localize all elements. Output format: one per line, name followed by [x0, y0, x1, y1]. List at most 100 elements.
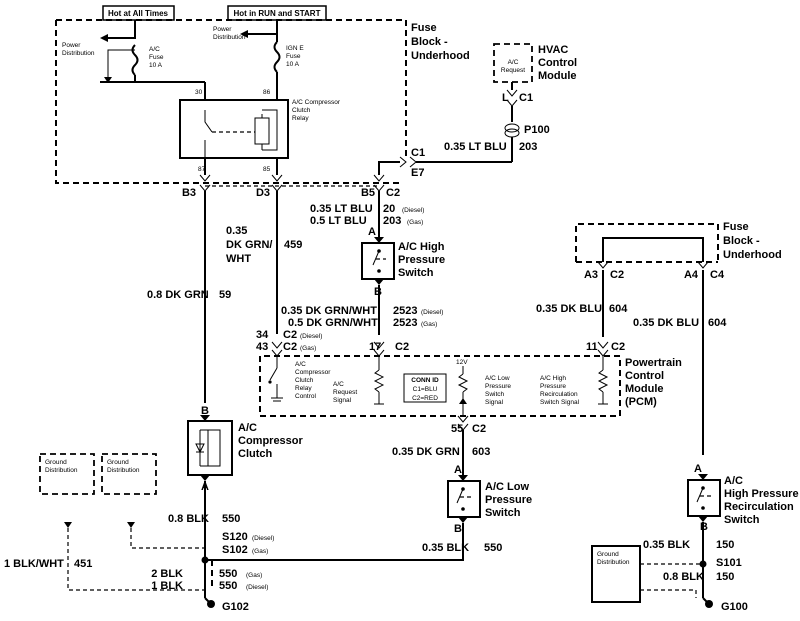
wire-d3-459: 0.35 DK GRN/ WHT 459 — [226, 191, 302, 334]
svg-text:1 BLK/WHT: 1 BLK/WHT — [4, 558, 64, 570]
svg-text:603: 603 — [472, 446, 490, 458]
svg-text:Underhood: Underhood — [723, 249, 782, 261]
splice-s120-s102: S120 (Diesel) S102 (Gas) 2 BLK 550 (Gas)… — [151, 531, 274, 598]
svg-text:A/C: A/C — [724, 475, 743, 487]
svg-text:Block -: Block - — [411, 36, 448, 48]
svg-text:P100: P100 — [524, 124, 550, 136]
svg-text:C2: C2 — [386, 187, 400, 199]
svg-text:Switch: Switch — [398, 267, 434, 279]
svg-text:A/C Low: A/C Low — [485, 375, 510, 382]
svg-text:Distribution: Distribution — [45, 467, 78, 474]
svg-text:A/C: A/C — [333, 381, 344, 388]
svg-text:(PCM): (PCM) — [625, 396, 657, 408]
svg-text:Relay: Relay — [292, 115, 309, 122]
svg-text:0.35 BLK: 0.35 BLK — [643, 539, 690, 551]
splice-s101: S101 0.8 BLK 150 — [663, 557, 742, 583]
svg-text:0.35 BLK: 0.35 BLK — [422, 542, 469, 554]
svg-text:604: 604 — [708, 317, 727, 329]
svg-text:(Gas): (Gas) — [246, 572, 262, 579]
svg-text:D3: D3 — [256, 187, 270, 199]
svg-text:S102: S102 — [222, 544, 248, 556]
svg-text:A/C High: A/C High — [398, 241, 445, 253]
connector-d3: D3 — [256, 174, 283, 199]
svg-text:85: 85 — [263, 166, 271, 173]
svg-text:Control: Control — [625, 370, 664, 382]
ac-fuse: A/C Fuse 10 A — [100, 44, 206, 100]
svg-text:G100: G100 — [721, 601, 748, 613]
svg-text:55: 55 — [451, 423, 463, 435]
svg-text:0.35 DK BLU: 0.35 DK BLU — [536, 303, 602, 315]
ac-high-pressure-switch: A A/C High Pressure Switch B — [361, 226, 445, 335]
svg-text:(Gas): (Gas) — [252, 548, 268, 555]
fuse-block-underhood-top: Fuse Block - Underhood — [55, 19, 470, 184]
svg-text:C2: C2 — [283, 341, 297, 353]
svg-text:0.35 DK GRN: 0.35 DK GRN — [392, 446, 460, 458]
svg-text:11: 11 — [586, 341, 598, 353]
svg-text:Ground: Ground — [107, 459, 129, 466]
svg-text:Clutch: Clutch — [295, 377, 314, 384]
svg-text:A/C High: A/C High — [540, 375, 566, 382]
svg-text:459: 459 — [284, 239, 302, 251]
svg-text:550: 550 — [484, 542, 502, 554]
ground-distribution-2: Ground Distribution — [101, 453, 205, 549]
svg-text:Pressure: Pressure — [485, 494, 532, 506]
wire-pcm-2523: 0.35 DK GRN/WHT 2523 (Diesel) 0.5 DK GRN… — [281, 305, 443, 329]
svg-text:C2: C2 — [610, 269, 624, 281]
svg-text:Module: Module — [538, 70, 577, 82]
svg-text:Recirculation: Recirculation — [540, 391, 578, 398]
svg-text:Block -: Block - — [723, 235, 760, 247]
svg-text:A: A — [368, 226, 376, 238]
svg-text:2 BLK: 2 BLK — [151, 568, 183, 580]
svg-text:Compressor: Compressor — [295, 369, 331, 376]
svg-text:C2=RED: C2=RED — [412, 395, 438, 402]
svg-text:550: 550 — [219, 568, 237, 580]
ign-e-fuse: IGN E Fuse 10 A — [273, 34, 304, 100]
svg-text:HVAC: HVAC — [538, 44, 568, 56]
wire-hp-switch-top: 0.35 LT BLU 20 (Diesel) 0.5 LT BLU 203 (… — [310, 191, 424, 237]
svg-text:Power: Power — [213, 26, 232, 33]
svg-text:C2: C2 — [395, 341, 409, 353]
svg-text:87: 87 — [198, 166, 206, 173]
svg-text:0.35 LT BLU: 0.35 LT BLU — [310, 203, 373, 215]
svg-text:B5: B5 — [361, 187, 375, 199]
svg-text:604: 604 — [609, 303, 628, 315]
svg-text:L: L — [502, 92, 509, 104]
ac-low-pressure-switch: A A/C Low Pressure Switch B 0.35 BLK 550 — [205, 464, 532, 561]
svg-text:C2: C2 — [472, 423, 486, 435]
svg-text:S120: S120 — [222, 531, 248, 543]
svg-text:B: B — [454, 523, 462, 535]
svg-text:Clutch: Clutch — [238, 448, 273, 460]
svg-text:S101: S101 — [716, 557, 742, 569]
svg-text:A: A — [694, 463, 702, 475]
svg-text:Power: Power — [62, 42, 81, 49]
svg-text:A4: A4 — [684, 269, 699, 281]
svg-text:Pressure: Pressure — [398, 254, 445, 266]
svg-text:Ground: Ground — [597, 551, 619, 558]
svg-text:A3: A3 — [584, 269, 598, 281]
svg-text:C1: C1 — [411, 147, 425, 159]
connector-b5-c2: B5 C2 — [361, 174, 400, 199]
svg-text:451: 451 — [74, 558, 92, 570]
svg-text:Recirculation: Recirculation — [724, 501, 794, 513]
svg-text:A/C: A/C — [508, 59, 519, 66]
svg-text:Pressure: Pressure — [540, 383, 566, 390]
connector-b3: B3 — [182, 174, 211, 199]
svg-text:203: 203 — [519, 141, 537, 153]
svg-text:(Gas): (Gas) — [300, 345, 316, 352]
svg-text:Hot in RUN and START: Hot in RUN and START — [234, 9, 321, 18]
svg-text:0.35: 0.35 — [226, 225, 247, 237]
svg-text:0.8 BLK: 0.8 BLK — [168, 513, 209, 525]
ground-distribution-1: Ground Distribution 1 BLK/WHT 451 — [4, 453, 205, 591]
wire-b3-59: 0.8 DK GRN 59 — [147, 191, 231, 403]
svg-text:Clutch: Clutch — [292, 107, 311, 114]
svg-text:Request: Request — [501, 67, 525, 74]
svg-text:Ground: Ground — [45, 459, 67, 466]
p100-splice: P100 0.35 LT BLU 203 — [444, 123, 550, 162]
svg-text:43: 43 — [256, 341, 268, 353]
svg-text:(Diesel): (Diesel) — [421, 309, 443, 316]
svg-text:(Diesel): (Diesel) — [252, 535, 274, 542]
svg-text:203: 203 — [383, 215, 401, 227]
fuse-block-underhood-right: Fuse Block - Underhood A3 C2 A4 C4 0.35 … — [536, 221, 782, 455]
powertrain-control-module: Powertrain Control Module (PCM) 34 43 C2… — [256, 329, 682, 435]
